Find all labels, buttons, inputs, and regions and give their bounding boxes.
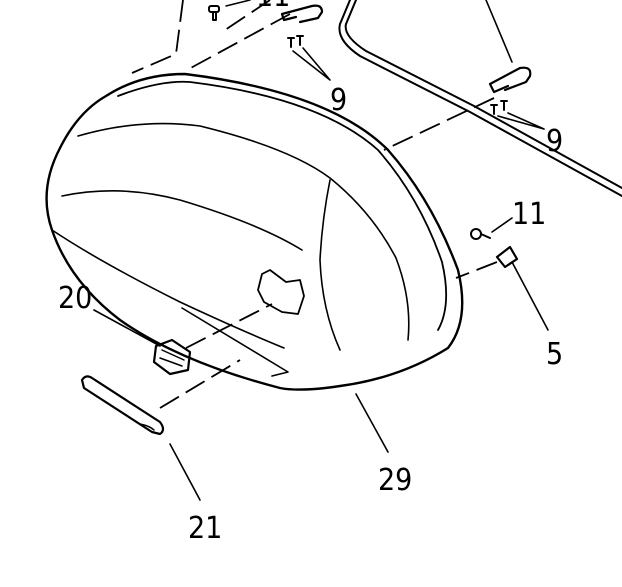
saddlebag-lid <box>45 72 464 391</box>
callout-9-upper: 9 <box>330 83 347 118</box>
rivet-pair-right <box>490 100 545 130</box>
callout-5: 5 <box>546 337 563 372</box>
nut-5 <box>495 245 549 331</box>
callout-29: 29 <box>378 463 412 498</box>
right-dash-guide <box>383 97 495 151</box>
top-screw <box>208 0 251 21</box>
nut-dash-guide <box>455 261 498 279</box>
callout-11-top: 11 <box>256 0 290 14</box>
lid-liner <box>338 0 622 197</box>
side-screw <box>470 217 513 240</box>
upper-left-dash-guides <box>131 0 291 74</box>
callout-20: 20 <box>58 281 92 316</box>
right-clip <box>488 66 532 94</box>
callout-21: 21 <box>188 511 222 546</box>
callout-9-right: 9 <box>546 124 563 159</box>
rivet-pair-upper <box>287 35 331 81</box>
callout-11-right: 11 <box>512 197 546 232</box>
trim-dash-guide <box>159 359 241 409</box>
top-clip <box>280 4 324 24</box>
leader-29 <box>355 393 389 453</box>
trim-strip-21 <box>80 375 201 501</box>
emblem-20 <box>93 309 192 376</box>
emblem-dash-guide <box>185 303 273 349</box>
